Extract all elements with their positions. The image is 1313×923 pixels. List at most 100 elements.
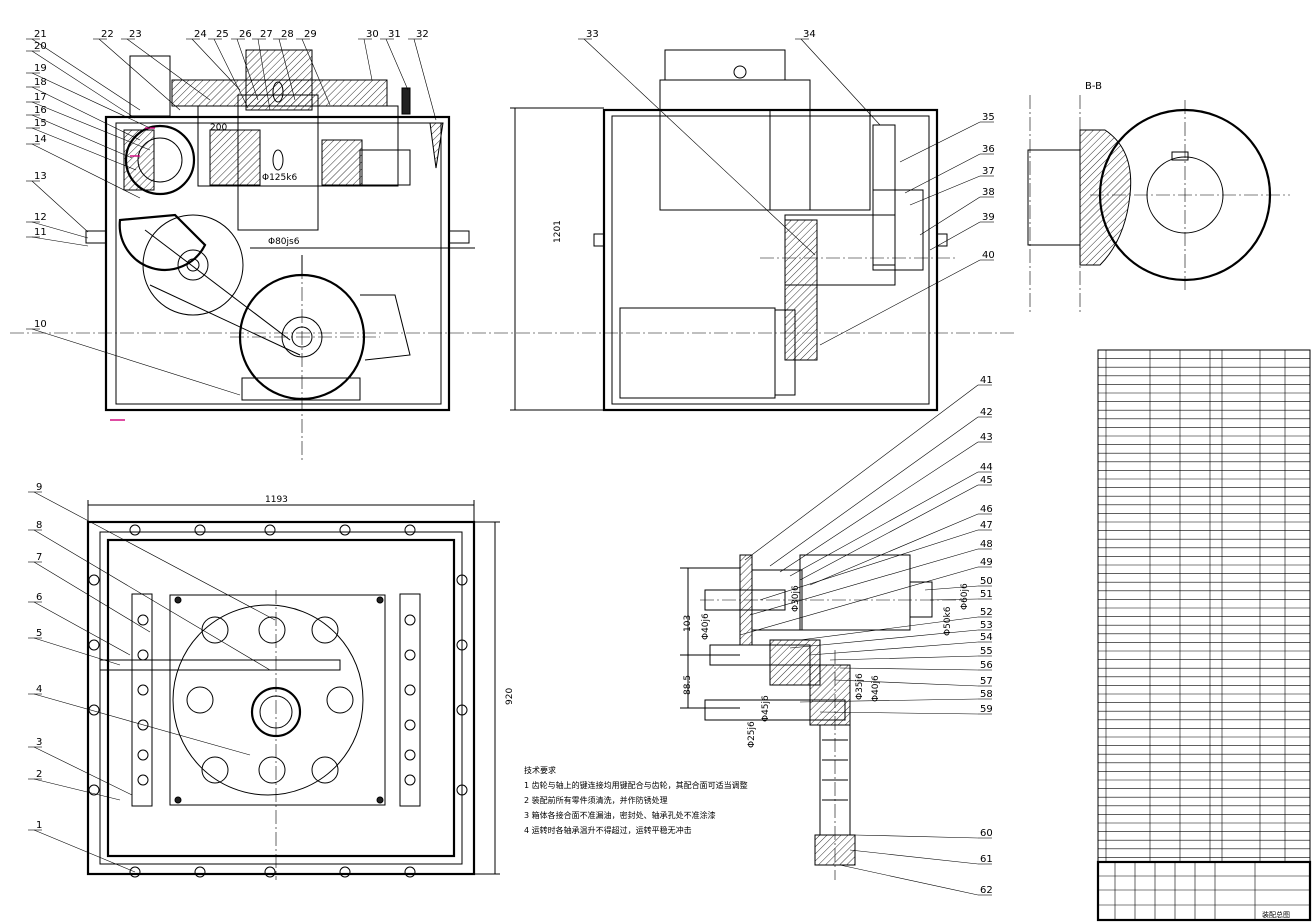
leader-25: [213, 38, 249, 109]
dim-920: 920: [505, 688, 515, 705]
part-label-8: 8: [36, 520, 42, 531]
leader-48: [749, 548, 979, 616]
part-label-24: 24: [194, 29, 207, 40]
part-label-30: 30: [366, 29, 379, 40]
part-label-41: 41: [980, 375, 993, 386]
bearing-hole: [201, 756, 229, 784]
section-bb: [1027, 95, 1290, 315]
leader-30: [363, 38, 373, 81]
part-label-48: 48: [980, 539, 993, 550]
leader-24: [191, 38, 241, 91]
front-view: [85, 49, 475, 460]
leader-55: [829, 655, 979, 661]
part-label-52: 52: [980, 607, 993, 618]
part-label-10: 10: [34, 319, 47, 330]
part-label-32: 32: [416, 29, 429, 40]
part-label-7: 7: [36, 552, 42, 563]
leader-28: [278, 38, 296, 101]
bolt-hole: [137, 774, 149, 786]
dim-30: Φ30j6: [791, 585, 801, 612]
part-label-1: 1: [36, 820, 42, 831]
part-label-17: 17: [34, 92, 47, 103]
leader-1: [33, 829, 136, 873]
part-label-20: 20: [34, 41, 47, 52]
dim-35: Φ35j6: [855, 673, 865, 700]
corner-bolt: [174, 596, 182, 604]
part-label-61: 61: [980, 854, 993, 865]
leader-lines: [26, 38, 994, 896]
dim-45: Φ45j6: [761, 695, 771, 722]
part-label-4: 4: [36, 684, 42, 695]
dim-60: Φ60j6: [960, 583, 970, 610]
dim-125: Φ125k6: [262, 173, 297, 183]
note-4: 4 运转时各轴承温升不得超过，运转平稳无冲击: [524, 825, 692, 835]
leader-62: [839, 864, 979, 896]
leader-3: [33, 746, 133, 796]
part-label-37: 37: [982, 166, 995, 177]
dim-885: 88.5: [683, 675, 693, 695]
bolt-hole: [88, 704, 100, 716]
part-label-15: 15: [34, 118, 47, 129]
leader-22: [98, 38, 181, 111]
bolt-hole: [194, 866, 206, 878]
part-label-56: 56: [980, 660, 993, 671]
leader-6: [33, 601, 131, 656]
part-label-11: 11: [34, 227, 47, 238]
part-label-14: 14: [34, 134, 47, 145]
detail-view: [680, 554, 960, 880]
part-label-22: 22: [101, 29, 114, 40]
part-label-5: 5: [36, 628, 42, 639]
bearing-hole: [258, 756, 286, 784]
leader-20: [31, 50, 136, 119]
leader-57: [834, 679, 979, 687]
bolt-hole: [264, 524, 276, 536]
leader-45: [799, 484, 979, 581]
dim-80: Φ80js6: [268, 237, 300, 247]
leader-44: [789, 471, 979, 577]
leader-15: [31, 127, 137, 171]
bearing-hole: [258, 616, 286, 644]
dim-200: 200: [210, 123, 227, 133]
leader-13: [31, 180, 89, 233]
leader-41: [744, 384, 979, 561]
part-label-9: 9: [36, 482, 42, 493]
leader-27: [257, 38, 271, 111]
leader-4: [33, 693, 251, 756]
leader-9: [33, 491, 276, 621]
part-label-27: 27: [260, 29, 273, 40]
leader-46: [809, 513, 979, 586]
note-3: 3 箱体各接合面不准漏油，密封处、轴承孔处不准涂漆: [524, 810, 716, 820]
part-label-34: 34: [803, 29, 816, 40]
bolt-hole: [264, 866, 276, 878]
part-label-28: 28: [281, 29, 294, 40]
part-label-47: 47: [980, 520, 993, 531]
leader-8: [33, 529, 271, 671]
corner-bolt: [376, 796, 384, 804]
part-label-44: 44: [980, 462, 993, 473]
part-label-2: 2: [36, 769, 42, 780]
bearing-hole: [326, 686, 354, 714]
bolt-hole: [404, 524, 416, 536]
bolt-hole: [194, 524, 206, 536]
bolt-hole: [137, 749, 149, 761]
part-label-59: 59: [980, 704, 993, 715]
part-label-13: 13: [34, 171, 47, 182]
corner-bolt: [174, 796, 182, 804]
bolt-hole: [404, 614, 416, 626]
part-label-35: 35: [982, 112, 995, 123]
part-label-55: 55: [980, 646, 993, 657]
bom-rows: [1098, 349, 1310, 920]
leader-5: [33, 637, 121, 666]
bolt-hole: [88, 574, 100, 586]
bolt-hole: [456, 639, 468, 651]
part-label-12: 12: [34, 212, 47, 223]
dim-40: Φ40j6: [701, 613, 711, 640]
dim-1193: 1193: [265, 495, 288, 505]
section-label: B-B: [1085, 81, 1102, 92]
part-label-16: 16: [34, 105, 47, 116]
leader-38: [919, 196, 981, 236]
bom-table: [1096, 349, 1312, 922]
title-block: 装配总图: [1262, 910, 1290, 919]
